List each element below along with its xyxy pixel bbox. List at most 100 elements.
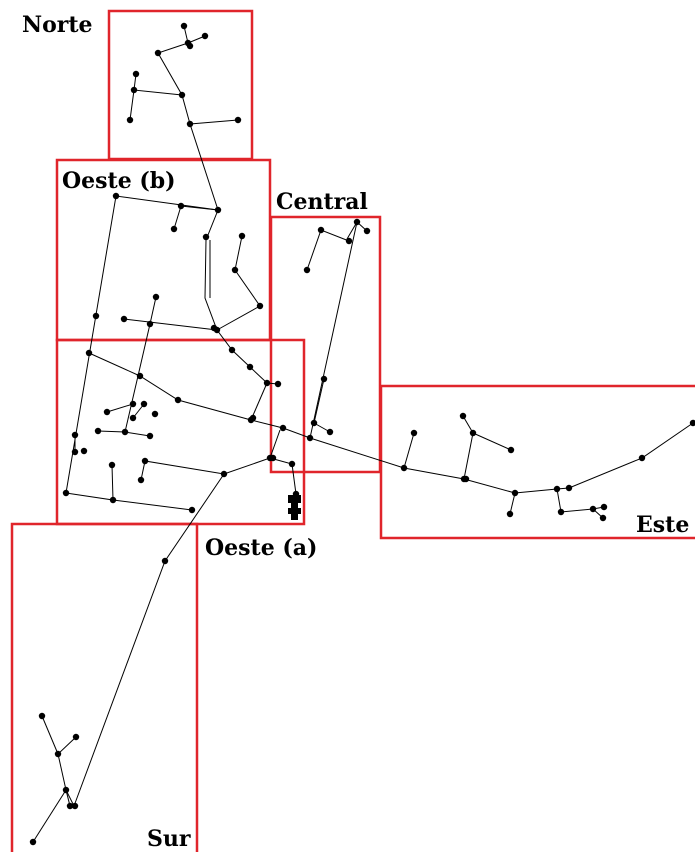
network-node — [589, 505, 597, 513]
network-node — [161, 557, 169, 565]
zone-label-oeste-a: Oeste (a) — [205, 535, 317, 561]
network-node — [146, 320, 154, 328]
pipe-segment — [65, 464, 114, 501]
network-node — [129, 414, 137, 422]
zone-label-central: Central — [276, 189, 368, 215]
network-node — [137, 476, 145, 484]
pipe-segment — [41, 715, 59, 755]
zone-box-sur — [10, 522, 199, 852]
network-node — [320, 375, 328, 383]
network-node — [506, 510, 514, 518]
network-node — [62, 489, 70, 497]
network-node — [120, 315, 128, 323]
network-node — [92, 312, 100, 320]
network-node — [94, 427, 102, 435]
zone-box-central — [269, 215, 382, 474]
network-node — [201, 32, 209, 40]
network-node — [186, 42, 194, 50]
network-node — [410, 429, 418, 437]
pipe-segment — [216, 235, 261, 331]
network-node — [140, 400, 148, 408]
network-node — [126, 116, 134, 124]
network-node — [180, 22, 188, 30]
pipe-segment — [124, 431, 151, 437]
network-node — [303, 266, 311, 274]
pipe-segment — [97, 430, 126, 433]
pipe-segment — [403, 432, 415, 469]
network-node — [231, 266, 239, 274]
network-node — [132, 70, 140, 78]
network-node — [154, 49, 162, 57]
network-node — [130, 86, 138, 94]
zone-box-este — [379, 384, 695, 540]
network-node — [263, 379, 271, 387]
network-node — [246, 363, 254, 371]
network-node — [511, 489, 519, 497]
pipe-segment — [463, 432, 512, 480]
network-node — [71, 448, 79, 456]
network-node — [85, 349, 93, 357]
network-node — [112, 192, 120, 200]
pipe-segment — [462, 415, 474, 434]
network-node — [80, 447, 88, 455]
pipe-segment — [306, 229, 350, 271]
zone-box-oeste-a — [55, 338, 306, 526]
pipe-segment — [106, 403, 134, 413]
network-node — [507, 446, 515, 454]
pipe-segment — [57, 736, 77, 807]
network-node — [238, 232, 246, 240]
zone-label-sur: Sur — [147, 826, 191, 852]
network-node — [256, 302, 264, 310]
network-node — [600, 503, 608, 511]
pipe-segment — [282, 221, 358, 439]
pipe-segment — [32, 789, 67, 843]
network-node — [214, 206, 222, 214]
network-node — [599, 514, 607, 522]
zone-box-norte — [107, 9, 254, 161]
zone-label-oeste-b: Oeste (b) — [62, 168, 176, 194]
network-node — [62, 786, 70, 794]
network-node — [136, 372, 144, 380]
network-node — [178, 91, 186, 99]
network-node — [72, 733, 80, 741]
network-node — [553, 485, 561, 493]
network-node — [141, 457, 149, 465]
network-node — [129, 400, 137, 408]
network-node — [66, 802, 74, 810]
network-node — [103, 408, 111, 416]
network-node — [177, 202, 185, 210]
pipe-segment — [509, 492, 516, 515]
node-network — [29, 22, 695, 846]
network-node — [269, 454, 277, 462]
pipe-segment — [140, 429, 281, 481]
network-node — [108, 461, 116, 469]
network-node — [326, 428, 334, 436]
network-node — [279, 424, 287, 432]
network-node — [202, 233, 210, 241]
pipe-segment — [112, 499, 193, 511]
pipe-network — [32, 25, 694, 843]
network-node — [469, 429, 477, 437]
pipe-segment — [149, 296, 157, 325]
network-node — [38, 712, 46, 720]
network-node — [170, 225, 178, 233]
network-node — [29, 838, 37, 846]
network-node — [317, 226, 325, 234]
network-node — [121, 428, 129, 436]
network-node — [228, 346, 236, 354]
network-node — [288, 460, 296, 468]
pipe-segment — [123, 318, 218, 331]
network-node — [310, 419, 318, 427]
network-node — [71, 431, 79, 439]
network-node — [363, 227, 371, 235]
network-node — [400, 464, 408, 472]
network-node — [234, 116, 242, 124]
network-node — [151, 410, 159, 418]
zone-boxes — [10, 9, 695, 852]
network-node — [109, 496, 117, 504]
network-node — [186, 120, 194, 128]
pipe-segment — [250, 382, 268, 421]
network-node — [462, 475, 470, 483]
zone-label-este: Este — [636, 512, 689, 538]
